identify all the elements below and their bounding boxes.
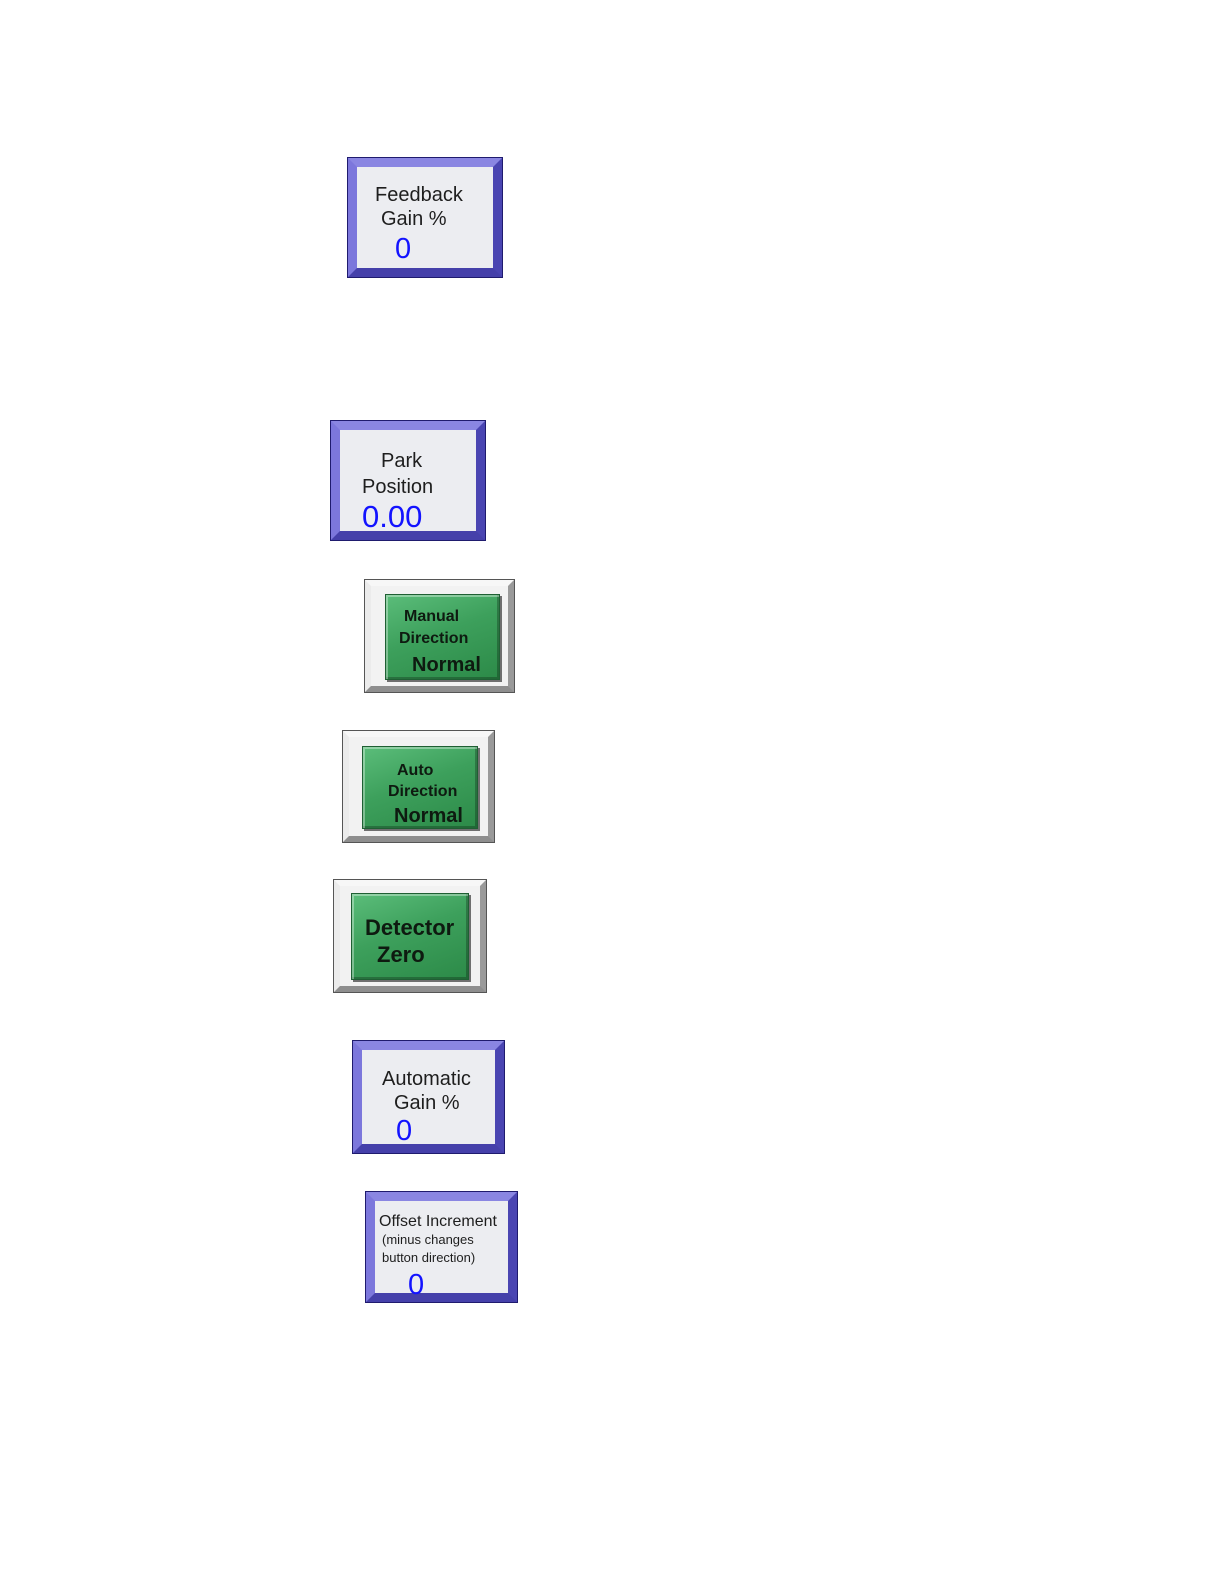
- park-position-label-line2: Position: [362, 475, 433, 499]
- feedback-gain-label-line2: Gain %: [381, 207, 447, 231]
- automatic-gain-label-line1: Automatic: [382, 1067, 471, 1091]
- manual-direction-frame: Manual Direction Normal: [365, 580, 514, 692]
- park-position-value: 0.00: [362, 501, 422, 532]
- automatic-gain-field[interactable]: Automatic Gain % 0: [353, 1041, 504, 1153]
- offset-increment-label: Offset Increment: [379, 1213, 497, 1231]
- auto-direction-button[interactable]: Auto Direction Normal: [362, 746, 478, 829]
- offset-increment-note-line1: (minus changes: [382, 1232, 474, 1248]
- offset-increment-note-line2: button direction): [382, 1250, 475, 1266]
- auto-direction-state: Normal: [394, 806, 463, 826]
- automatic-gain-label-line2: Gain %: [394, 1091, 460, 1115]
- manual-direction-label-line2: Direction: [399, 631, 468, 647]
- feedback-gain-value: 0: [395, 235, 411, 264]
- detector-zero-frame: Detector Zero: [334, 880, 486, 992]
- manual-direction-state: Normal: [412, 655, 481, 675]
- automatic-gain-value: 0: [396, 1117, 412, 1146]
- manual-direction-label-line1: Manual: [404, 609, 459, 625]
- feedback-gain-field[interactable]: Feedback Gain % 0: [348, 158, 502, 277]
- auto-direction-label-line1: Auto: [397, 763, 433, 779]
- offset-increment-value: 0: [408, 1271, 424, 1300]
- park-position-field[interactable]: Park Position 0.00: [331, 421, 485, 540]
- auto-direction-label-line2: Direction: [388, 784, 457, 800]
- offset-increment-field[interactable]: Offset Increment (minus changes button d…: [366, 1192, 517, 1302]
- auto-direction-frame: Auto Direction Normal: [343, 731, 494, 842]
- detector-zero-label-line2: Zero: [377, 944, 425, 966]
- feedback-gain-label-line1: Feedback: [375, 183, 463, 207]
- manual-direction-button[interactable]: Manual Direction Normal: [385, 594, 500, 680]
- park-position-label-line1: Park: [381, 449, 422, 473]
- detector-zero-label-line1: Detector: [365, 917, 454, 939]
- detector-zero-button[interactable]: Detector Zero: [351, 893, 469, 980]
